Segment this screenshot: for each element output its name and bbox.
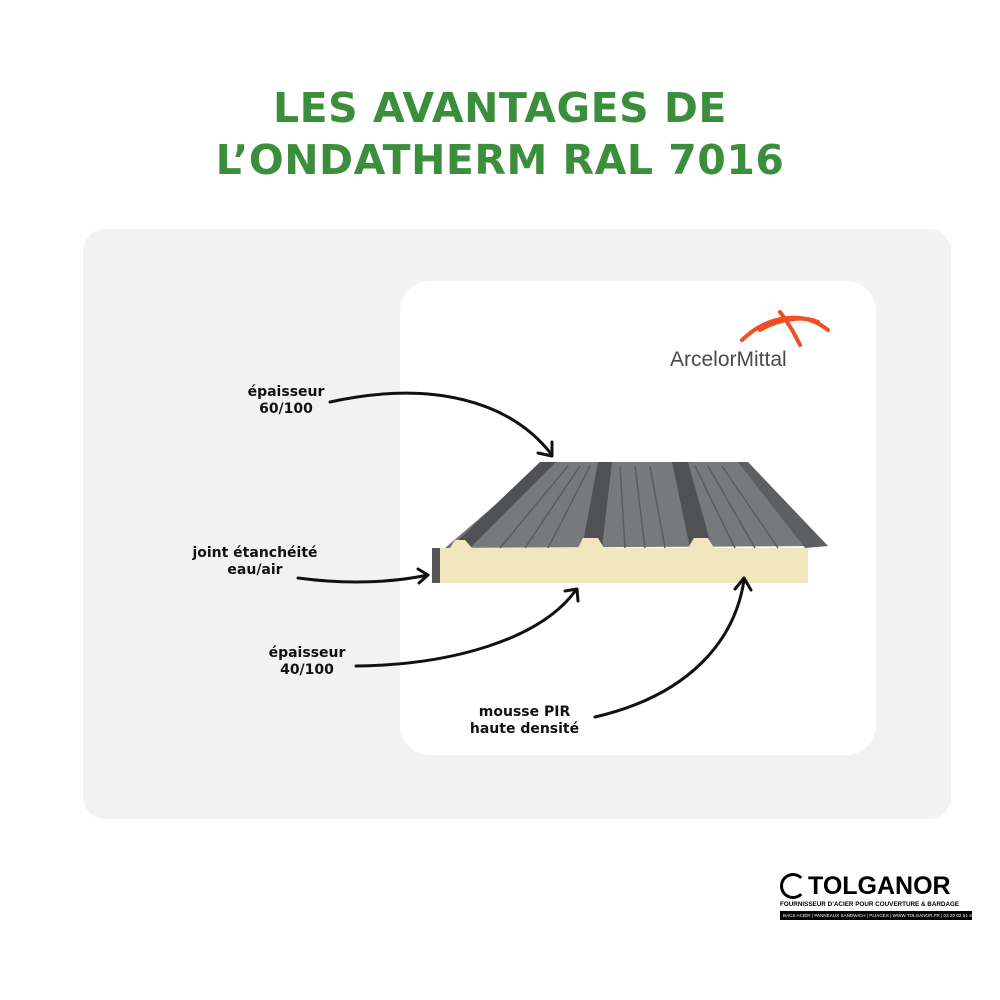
label-top-skin: épaisseur 60/100 bbox=[246, 384, 326, 418]
logo-name: TOLGANOR bbox=[808, 872, 951, 900]
arrow-top-skin bbox=[328, 391, 554, 458]
logo-tagline: FOURNISSEUR D’ACIER POUR COUVERTURE & BA… bbox=[780, 901, 960, 908]
arrow-bottom-skin bbox=[354, 587, 580, 668]
label-line: eau/air bbox=[227, 562, 283, 578]
arcelormittal-wordmark: ArcelorMittal bbox=[670, 348, 787, 371]
tolganor-logo: TOLGANOR FOURNISSEUR D’ACIER POUR COUVER… bbox=[780, 873, 974, 920]
label-bottom-skin: épaisseur 40/100 bbox=[262, 645, 352, 679]
title-line-2: L’ONDATHERM RAL 7016 bbox=[215, 136, 785, 184]
arrow-joint bbox=[296, 567, 430, 585]
tolganor-ring-icon bbox=[780, 873, 806, 899]
logo-name-row: TOLGANOR bbox=[780, 873, 972, 899]
label-line: 40/100 bbox=[280, 662, 334, 678]
label-line: mousse PIR bbox=[478, 704, 571, 720]
sandwich-panel-image bbox=[432, 462, 828, 583]
label-line: 60/100 bbox=[259, 401, 313, 417]
page-title: LES AVANTAGES DE L’ONDATHERM RAL 7016 bbox=[0, 82, 1000, 186]
title-line-1: LES AVANTAGES DE bbox=[273, 84, 727, 132]
logo-info-bar: BACS ACIER | PANNEAUX SANDWICH | PLIAGES… bbox=[780, 911, 974, 920]
label-line: épaisseur bbox=[247, 384, 325, 400]
label-line: joint étanchéité bbox=[192, 545, 318, 561]
label-joint: joint étanchéité eau/air bbox=[180, 545, 330, 579]
label-foam: mousse PIR haute densité bbox=[462, 704, 587, 738]
label-line: épaisseur bbox=[268, 645, 346, 661]
arrows bbox=[296, 391, 753, 719]
arrow-foam bbox=[593, 576, 753, 719]
arcelormittal-logo-icon bbox=[740, 310, 830, 347]
label-line: haute densité bbox=[469, 721, 580, 737]
